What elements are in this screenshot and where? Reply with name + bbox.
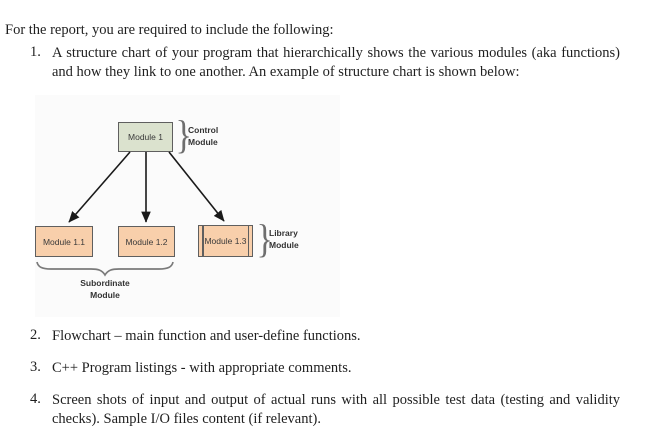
list-item-2: 2. Flowchart – main function and user-de…	[30, 327, 622, 346]
module-1-label: Module 1	[128, 132, 163, 142]
module-1-3-label: Module 1.3	[204, 236, 247, 246]
module-1-1-label: Module 1.1	[42, 236, 86, 247]
library-module-label: Library Module	[269, 228, 299, 250]
control-brace-icon: }	[175, 112, 192, 157]
list-item-1: 1. A structure chart of your program tha…	[30, 44, 622, 81]
list-number: 3.	[30, 359, 41, 375]
list-item-text: Screen shots of input and output of actu…	[52, 392, 620, 427]
list-item-4: 4. Screen shots of input and output of a…	[30, 391, 622, 428]
intro-text: For the report, you are required to incl…	[5, 21, 334, 38]
list-number: 2.	[30, 327, 41, 343]
module-1-2-label: Module 1.2	[125, 236, 168, 247]
list-number: 1.	[30, 44, 41, 60]
list-item-text: C++ Program listings - with appropriate …	[52, 360, 352, 376]
list-item-text: A structure chart of your program that h…	[52, 45, 620, 80]
subordinate-label-line1: Subordinate	[80, 278, 130, 288]
subordinate-module-label: Subordinate Module	[55, 277, 155, 301]
subordinate-label-line2: Module	[90, 290, 120, 300]
subordinate-underbrace-icon	[36, 261, 174, 277]
arrow-module1-to-module11	[68, 151, 131, 223]
control-module-label: Control Module	[188, 125, 219, 147]
module-1-3-box: Module 1.3	[198, 225, 253, 257]
library-brace-icon: }	[256, 216, 273, 261]
arrow-module1-to-module13	[168, 151, 225, 222]
list-item-3: 3. C++ Program listings - with appropria…	[30, 359, 622, 378]
structure-chart-figure: Module 1 } Control Module Module 1.1 Mod…	[35, 95, 340, 317]
list-item-text: Flowchart – main function and user-defin…	[52, 328, 361, 344]
module-1-box: Module 1	[118, 122, 173, 152]
module-1-1-box: Module 1.1	[35, 226, 93, 257]
list-number: 4.	[30, 391, 41, 407]
module-1-2-box: Module 1.2	[118, 226, 175, 257]
library-right-line	[247, 226, 249, 256]
library-left-line	[202, 226, 204, 256]
